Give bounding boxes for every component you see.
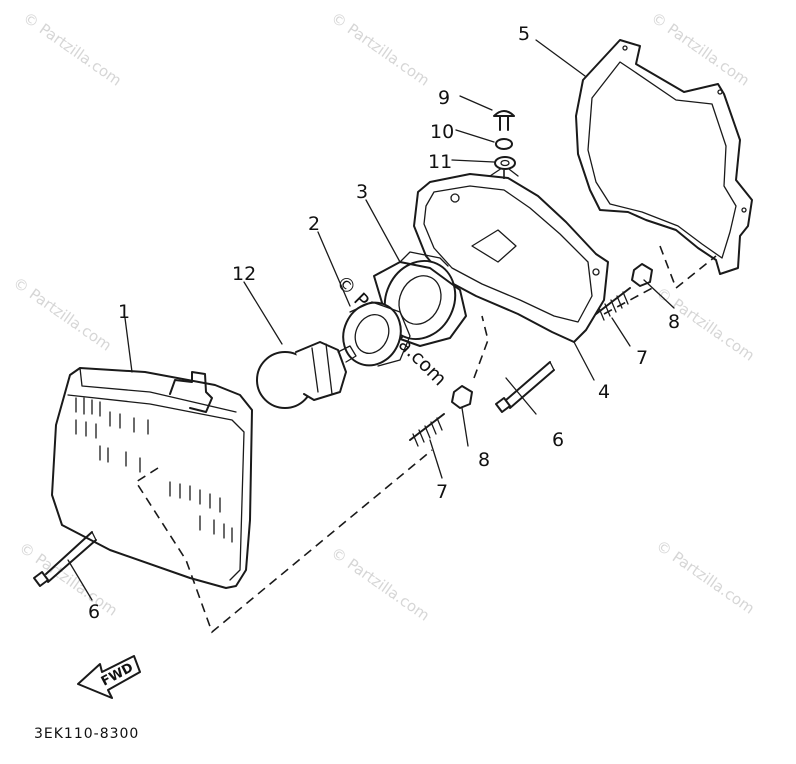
headlight-lens-part	[51, 367, 253, 589]
watermark: © Partzilla.com	[653, 537, 758, 618]
callout-9: 9	[438, 87, 450, 109]
leader-lines	[67, 39, 675, 601]
forward-arrow-icon: FWD	[77, 655, 141, 699]
callout-11: 11	[428, 151, 452, 173]
watermark: © Partzilla.com	[648, 9, 753, 90]
spring-upper-part	[595, 287, 631, 321]
nut-upper-part	[631, 263, 653, 287]
spring-lower-part	[409, 413, 445, 447]
watermark: © Partzilla.com	[328, 544, 433, 625]
bolt-left-part	[33, 531, 97, 587]
washer-part	[495, 138, 513, 150]
callout-12: 12	[232, 263, 256, 285]
watermark: © Partzilla.com	[10, 274, 115, 355]
bulb-socket-part	[342, 301, 411, 367]
callout-1: 1	[118, 301, 130, 323]
lens-texture	[75, 397, 233, 543]
callout-4: 4	[598, 381, 610, 403]
callout-5: 5	[518, 23, 530, 45]
callout-8-lower: 8	[478, 449, 490, 471]
bulb-part	[256, 341, 357, 409]
callout-8-upper: 8	[668, 311, 680, 333]
watermark: © Partzilla.com	[16, 539, 121, 620]
callouts: 1 2 3 4 5 6 6 7 7 8 8 9 10 11 12	[88, 23, 680, 623]
watermark: © Partzilla.com	[328, 9, 433, 90]
callout-6-left: 6	[88, 601, 100, 623]
assembly-lines	[134, 170, 717, 634]
callout-7-lower: 7	[436, 481, 448, 503]
callout-10: 10	[430, 121, 454, 143]
callout-6-right: 6	[552, 429, 564, 451]
callout-7-upper: 7	[636, 347, 648, 369]
bolt-right-part	[495, 361, 555, 413]
callout-3: 3	[356, 181, 368, 203]
nut-washer-part	[494, 156, 516, 170]
screw-part	[493, 110, 515, 131]
rim-ring-part	[575, 39, 753, 275]
nut-lower-part	[451, 385, 473, 409]
part-code: 3EK110-8300	[34, 726, 139, 742]
watermark: © Partzilla.com	[20, 9, 125, 90]
callout-2: 2	[308, 213, 320, 235]
